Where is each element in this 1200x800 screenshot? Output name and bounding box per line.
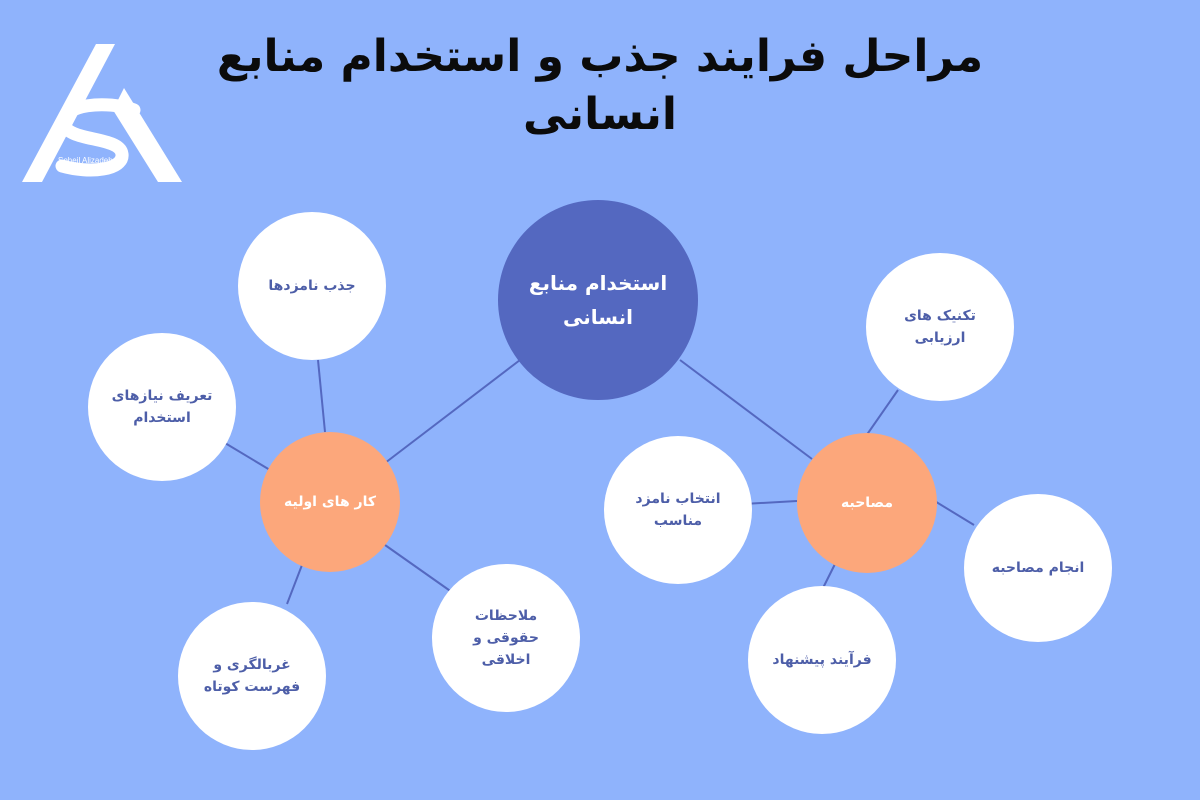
leaf-attract-candidates: جذب نامزدها [238, 212, 386, 360]
hub-initial-tasks: کار های اولیه [260, 432, 400, 572]
connector-right-bottom [822, 563, 836, 589]
connector-left-bottomleft [286, 564, 303, 605]
hub-interview: مصاحبه [797, 433, 937, 573]
connector-left-bottomright [384, 544, 457, 596]
connector-right-left [742, 500, 798, 505]
logo-icon [22, 44, 182, 182]
leaf-offer-process: فرآیند پیشنهاد [748, 586, 896, 734]
connector-left-upperleft [224, 442, 271, 471]
page-title: مراحل فرایند جذب و استخدام منابع انسانی [216, 31, 984, 140]
leaf-screening-shortlist: غربالگری و فهرست کوتاه [178, 602, 326, 750]
connector-right-top [865, 389, 899, 437]
center-node-label: استخدام منابع انسانی [528, 271, 668, 329]
logo-text: Soheil Alizadeh [58, 156, 113, 165]
leaf-define-hiring-needs: تعریف نیازهای استخدام [88, 333, 236, 481]
leaf-legal-ethical: ملاحظات حقوقی و اخلاقی [432, 564, 580, 712]
leaf-assessment-techniques: تکنیک های ارزیابی [866, 253, 1014, 401]
connector-center-left [384, 359, 521, 464]
hub-initial-tasks-label: کار های اولیه [284, 494, 376, 510]
leaf-conduct-interview: انجام مصاحبه [964, 494, 1112, 642]
leaf-select-candidate: انتخاب نامزد مناسب [604, 436, 752, 584]
connector-center-right [679, 359, 813, 460]
hub-interview-label: مصاحبه [841, 495, 894, 511]
center-node: استخدام منابع انسانی [498, 200, 698, 400]
connector-right-right [932, 499, 975, 526]
connector-left-top [317, 359, 326, 433]
